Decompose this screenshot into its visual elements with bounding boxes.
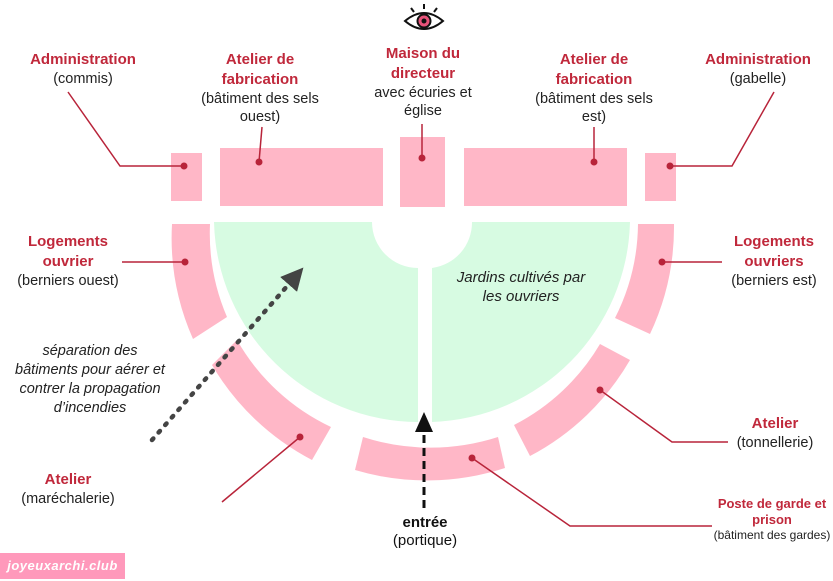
building-admin-east bbox=[645, 153, 676, 201]
building-forge bbox=[212, 340, 331, 460]
label-title: Logements ouvriers bbox=[733, 233, 814, 270]
garden-note: Jardins cultivés par les ouvriers bbox=[456, 269, 586, 305]
building-guard bbox=[355, 437, 505, 481]
building-housing-west bbox=[171, 224, 227, 339]
label-guard: Poste de garde et prison (bâtiment des g… bbox=[712, 496, 832, 543]
label-cooperage: Atelier (tonnellerie) bbox=[720, 414, 830, 452]
building-housing-east bbox=[615, 224, 675, 334]
label-title: Logements ouvrier bbox=[27, 233, 108, 270]
label-housing-east: Logements ouvriers (berniers est) bbox=[716, 232, 832, 290]
building-admin-west bbox=[171, 153, 202, 201]
label-forge: Atelier (maréchalerie) bbox=[18, 470, 118, 508]
garden-west bbox=[214, 222, 418, 422]
label-title: Atelier bbox=[751, 415, 799, 432]
leader-dots bbox=[180, 154, 674, 462]
label-housing-west: Logements ouvrier (berniers ouest) bbox=[8, 232, 128, 290]
label-sub: (gabelle) bbox=[729, 71, 787, 87]
entrance-arrowhead bbox=[415, 412, 433, 432]
label-sub: (bâtiment des sels ouest) bbox=[201, 91, 319, 125]
separation-note: séparation des bâtiments pour aérer et c… bbox=[15, 343, 165, 416]
label-title: Administration bbox=[705, 51, 811, 68]
eye-icon bbox=[403, 4, 445, 30]
entrance-title: entrée bbox=[402, 514, 448, 531]
separation-arrow bbox=[149, 267, 304, 443]
label-title: Atelier bbox=[44, 471, 92, 488]
entrance-label: entrée (portique) bbox=[370, 514, 480, 550]
watermark: joyeuxarchi.club bbox=[0, 553, 125, 579]
label-sub: (bâtiment des sels est) bbox=[535, 91, 653, 125]
label-sub: (commis) bbox=[53, 71, 113, 87]
label-title: Poste de garde et prison bbox=[717, 496, 827, 527]
building-atelier-east bbox=[464, 148, 627, 206]
entrance-sub: (portique) bbox=[392, 532, 458, 549]
leader-lines bbox=[67, 91, 775, 527]
label-sub: (bâtiment des gardes) bbox=[713, 528, 831, 542]
label-atelier-west: Atelier de fabrication (bâtiment des sel… bbox=[190, 50, 330, 126]
label-title: Atelier de fabrication bbox=[555, 51, 633, 88]
label-title: Administration bbox=[30, 51, 136, 68]
label-sub: (berniers est) bbox=[731, 273, 817, 289]
label-director: Maison du directeur avec écuries et égli… bbox=[362, 44, 484, 120]
building-atelier-west bbox=[220, 148, 383, 206]
building-cooperage bbox=[514, 344, 630, 456]
label-sub: (berniers ouest) bbox=[17, 273, 119, 289]
label-admin-west: Administration (commis) bbox=[8, 50, 158, 88]
label-sub: avec écuries et église bbox=[374, 85, 472, 119]
garden-east bbox=[432, 222, 630, 422]
label-sub: (maréchalerie) bbox=[21, 491, 115, 507]
label-sub: (tonnellerie) bbox=[736, 435, 814, 451]
label-admin-east: Administration (gabelle) bbox=[688, 50, 828, 88]
label-title: Maison du directeur bbox=[385, 45, 461, 82]
label-atelier-east: Atelier de fabrication (bâtiment des sel… bbox=[524, 50, 664, 126]
label-title: Atelier de fabrication bbox=[221, 51, 299, 88]
